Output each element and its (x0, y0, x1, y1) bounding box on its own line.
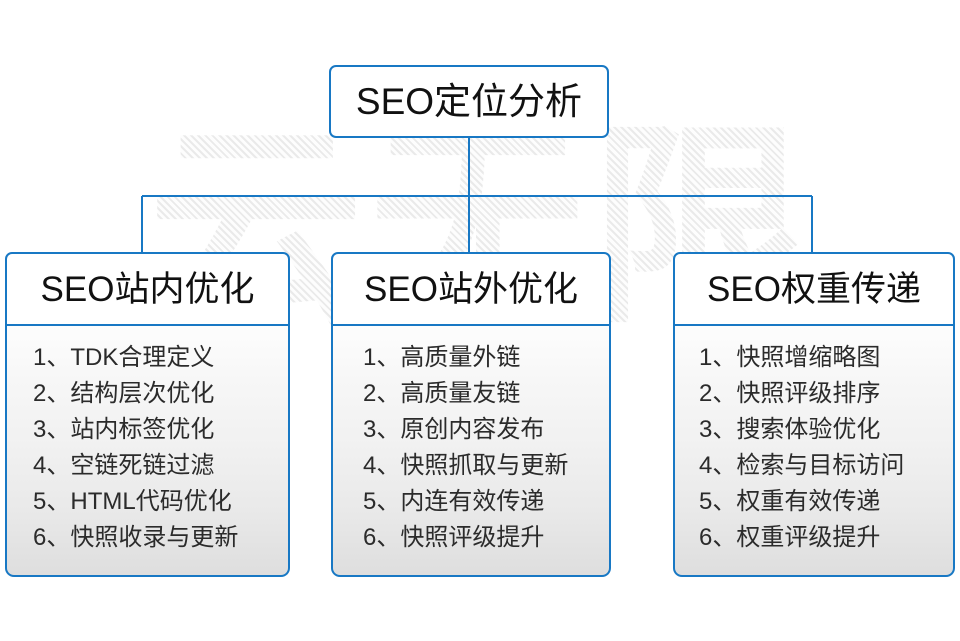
list-item[interactable]: 6、权重评级提升 (675, 520, 953, 556)
list-item-label: 站内标签优化 (70, 416, 215, 443)
branch-header-label-1: SEO站内优化 (40, 269, 255, 309)
list-item[interactable]: 4、快照抓取与更新 (333, 448, 609, 484)
list-item[interactable]: 6、快照评级提升 (333, 520, 609, 556)
list-item-index: 4、 (33, 452, 71, 479)
list-item-index: 2、 (363, 380, 401, 407)
list-item-index: 2、 (33, 380, 71, 407)
list-item-index: 5、 (699, 488, 737, 515)
list-item-index: 3、 (33, 416, 71, 443)
root-node-label: SEO定位分析 (355, 81, 583, 122)
list-item-label: TDK合理定义 (70, 344, 215, 371)
branch-body-3: 1、快照增缩略图 2、快照评级排序 3、搜索体验优化 4、检索与目标访问 5、权… (673, 326, 955, 577)
branch-item-list-1: 1、TDK合理定义 2、结构层次优化 3、站内标签优化 4、空链死链过滤 5、H… (7, 340, 288, 556)
list-item-label: 权重有效传递 (736, 488, 881, 515)
list-item-index: 5、 (33, 488, 71, 515)
list-item-label: HTML代码优化 (70, 488, 232, 515)
branch-item-list-3: 1、快照增缩略图 2、快照评级排序 3、搜索体验优化 4、检索与目标访问 5、权… (675, 340, 953, 556)
list-item-label: 结构层次优化 (70, 380, 215, 407)
branch-body-1: 1、TDK合理定义 2、结构层次优化 3、站内标签优化 4、空链死链过滤 5、H… (5, 326, 290, 577)
list-item[interactable]: 6、快照收录与更新 (7, 520, 288, 556)
list-item[interactable]: 4、空链死链过滤 (7, 448, 288, 484)
list-item[interactable]: 2、结构层次优化 (7, 376, 288, 412)
branch-column-1: SEO站内优化 1、TDK合理定义 2、结构层次优化 3、站内标签优化 4、空链… (5, 252, 290, 577)
list-item[interactable]: 1、快照增缩略图 (675, 340, 953, 376)
list-item-label: 搜索体验优化 (736, 416, 881, 443)
list-item-label: 快照增缩略图 (736, 344, 881, 371)
list-item-label: 快照抓取与更新 (400, 452, 569, 479)
list-item-label: 空链死链过滤 (70, 452, 215, 479)
branch-body-2: 1、高质量外链 2、高质量友链 3、原创内容发布 4、快照抓取与更新 5、内连有… (331, 326, 611, 577)
branch-header-1[interactable]: SEO站内优化 (5, 252, 290, 326)
list-item-index: 1、 (699, 344, 737, 371)
branch-item-list-2: 1、高质量外链 2、高质量友链 3、原创内容发布 4、快照抓取与更新 5、内连有… (333, 340, 609, 556)
branch-header-label-2: SEO站外优化 (364, 269, 578, 309)
branch-column-3: SEO权重传递 1、快照增缩略图 2、快照评级排序 3、搜索体验优化 4、检索与… (673, 252, 955, 577)
list-item[interactable]: 3、原创内容发布 (333, 412, 609, 448)
list-item-label: 高质量友链 (400, 380, 521, 407)
list-item-index: 1、 (33, 344, 71, 371)
list-item-label: 高质量外链 (400, 344, 521, 371)
list-item[interactable]: 2、快照评级排序 (675, 376, 953, 412)
list-item[interactable]: 1、TDK合理定义 (7, 340, 288, 376)
list-item-index: 6、 (363, 524, 401, 551)
list-item-label: 快照评级排序 (736, 380, 881, 407)
list-item[interactable]: 4、检索与目标访问 (675, 448, 953, 484)
list-item-label: 权重评级提升 (736, 524, 881, 551)
list-item-index: 3、 (363, 416, 401, 443)
root-node[interactable]: SEO定位分析 (329, 65, 609, 138)
branch-column-2: SEO站外优化 1、高质量外链 2、高质量友链 3、原创内容发布 4、快照抓取与… (331, 252, 611, 577)
list-item[interactable]: 3、站内标签优化 (7, 412, 288, 448)
list-item-label: 检索与目标访问 (736, 452, 905, 479)
list-item-index: 6、 (699, 524, 737, 551)
list-item-index: 4、 (363, 452, 401, 479)
list-item[interactable]: 5、内连有效传递 (333, 484, 609, 520)
list-item-label: 内连有效传递 (400, 488, 545, 515)
list-item-index: 5、 (363, 488, 401, 515)
list-item-index: 2、 (699, 380, 737, 407)
list-item[interactable]: 5、HTML代码优化 (7, 484, 288, 520)
branch-header-label-3: SEO权重传递 (707, 269, 921, 309)
branch-header-3[interactable]: SEO权重传递 (673, 252, 955, 326)
list-item-index: 3、 (699, 416, 737, 443)
list-item-label: 快照评级提升 (400, 524, 545, 551)
list-item-label: 原创内容发布 (400, 416, 545, 443)
list-item-index: 4、 (699, 452, 737, 479)
list-item[interactable]: 2、高质量友链 (333, 376, 609, 412)
branch-header-2[interactable]: SEO站外优化 (331, 252, 611, 326)
list-item-index: 6、 (33, 524, 71, 551)
list-item-label: 快照收录与更新 (70, 524, 239, 551)
list-item[interactable]: 3、搜索体验优化 (675, 412, 953, 448)
list-item-index: 1、 (363, 344, 401, 371)
list-item[interactable]: 1、高质量外链 (333, 340, 609, 376)
list-item[interactable]: 5、权重有效传递 (675, 484, 953, 520)
